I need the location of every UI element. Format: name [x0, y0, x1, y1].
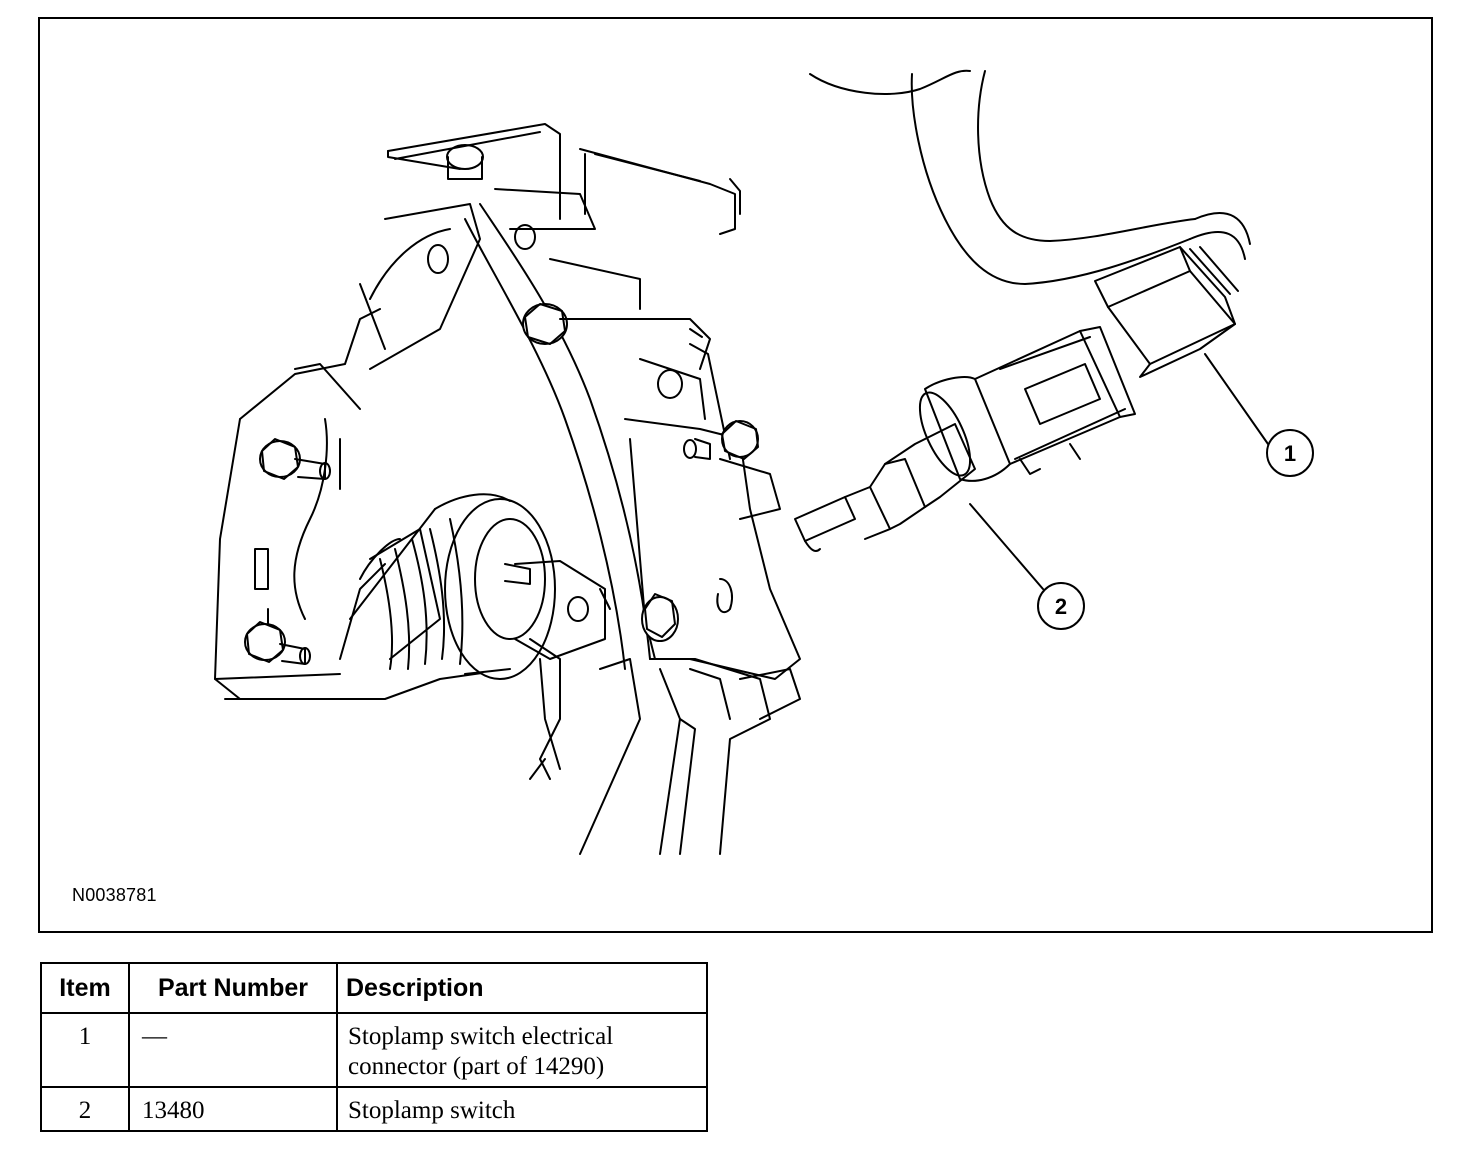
stoplamp-switch [794, 326, 1136, 552]
row-1-item: 1 [40, 1012, 130, 1088]
electrical-connector [1094, 246, 1239, 378]
row-1-description: Stoplamp switch electrical connector (pa… [336, 1012, 708, 1088]
callout-2-label: 2 [1055, 594, 1067, 619]
callout-1: 1 [1266, 429, 1314, 477]
diagram-frame: 1 2 N0038781 [38, 17, 1433, 933]
table-row: 1 — Stoplamp switch electrical connector… [40, 1012, 708, 1088]
header-item: Item [40, 962, 130, 1014]
row-2-item: 2 [40, 1086, 130, 1132]
wiring-harness [809, 69, 1251, 285]
row-2-description-line-1: Stoplamp switch [348, 1097, 516, 1124]
parts-table-header-row: Item Part Number Description [40, 962, 708, 1014]
row-2-part-number: 13480 [128, 1086, 338, 1132]
row-1-description-line-2: connector (part of 14290) [348, 1053, 605, 1080]
callout-2: 2 [1037, 582, 1085, 630]
header-part-number: Part Number [128, 962, 338, 1014]
parts-table: Item Part Number Description 1 — Stoplam… [40, 962, 708, 1132]
pedal-bracket-assembly [214, 123, 801, 855]
row-2-description: Stoplamp switch [336, 1086, 708, 1132]
figure-id: N0038781 [72, 885, 157, 905]
callout-leaders [969, 353, 1269, 590]
callout-1-label: 1 [1284, 441, 1296, 466]
row-1-part-number: — [128, 1012, 338, 1088]
table-row: 2 13480 Stoplamp switch [40, 1086, 708, 1132]
row-1-description-line-1: Stoplamp switch electrical [348, 1023, 614, 1050]
header-description: Description [336, 962, 708, 1014]
